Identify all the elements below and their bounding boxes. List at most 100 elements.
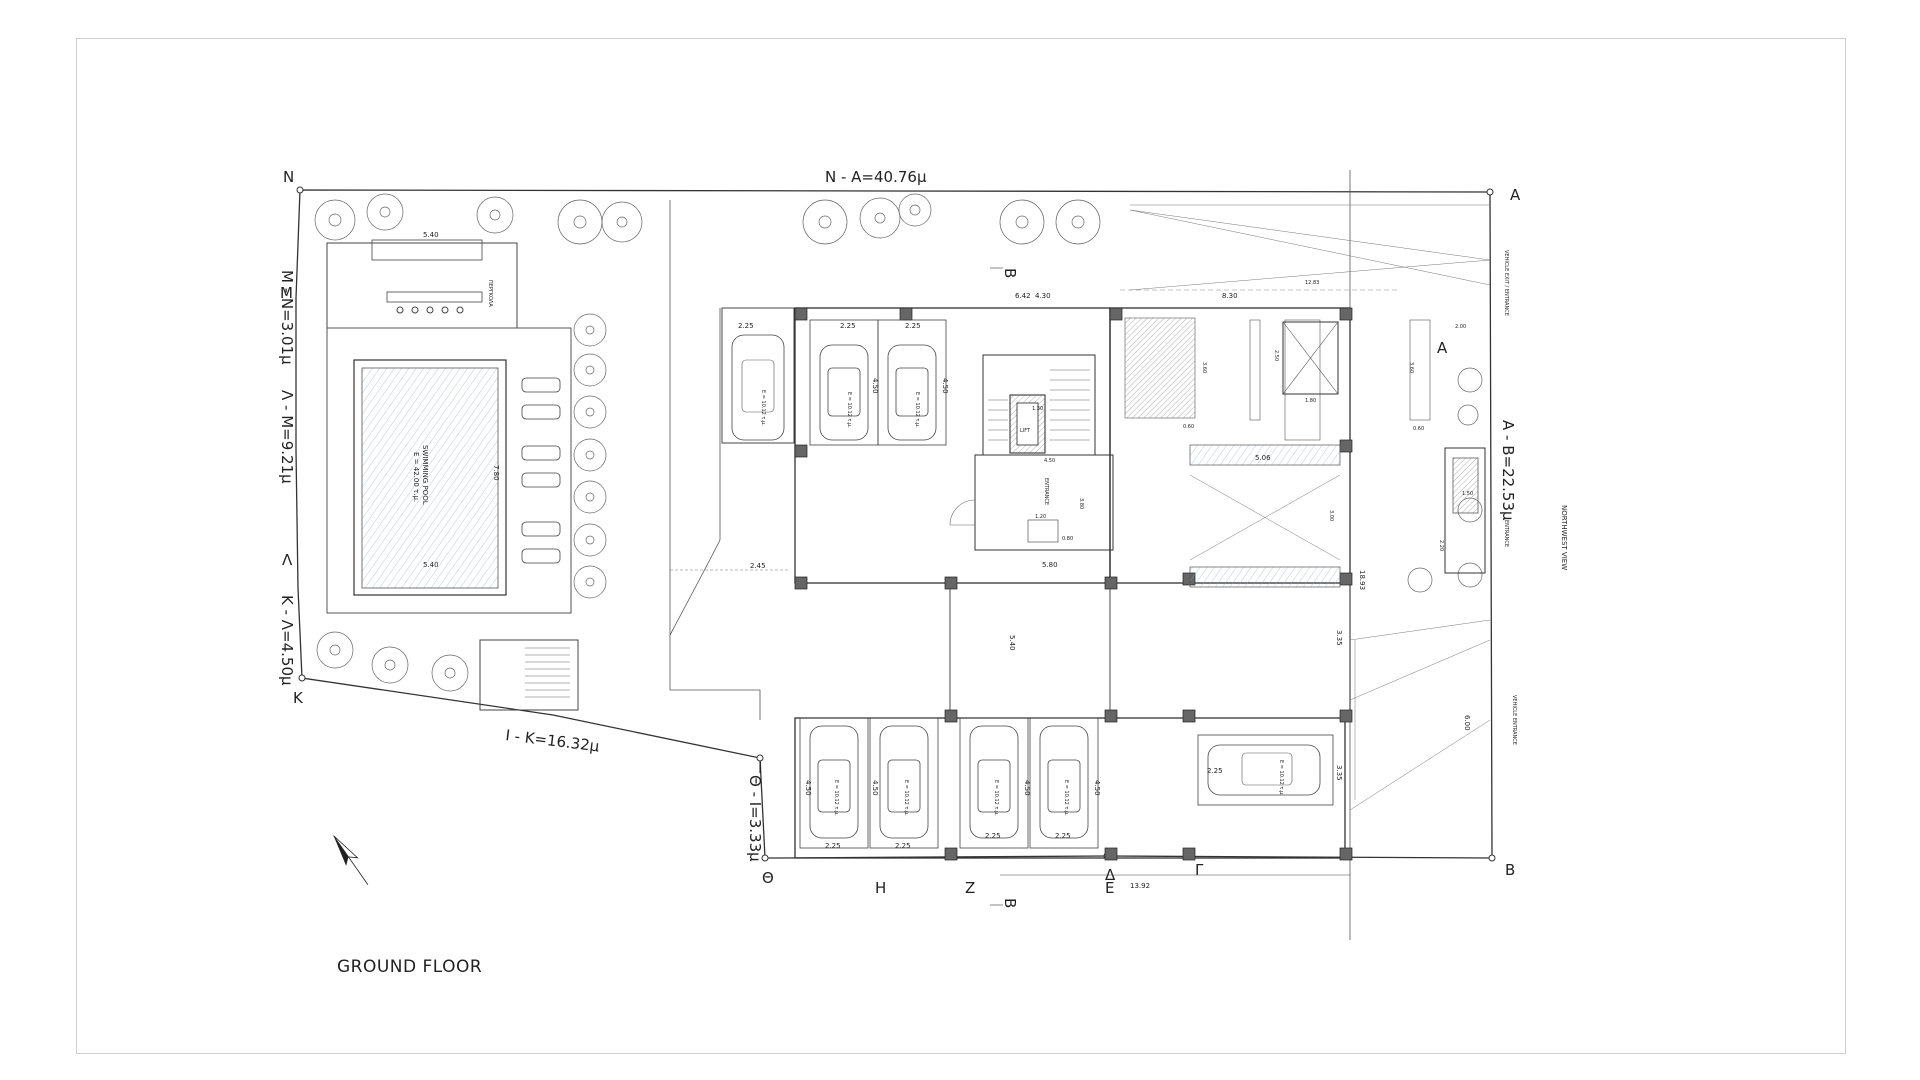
pool-deck bbox=[326, 327, 572, 614]
dim-driveway: 2.45 bbox=[750, 562, 766, 570]
south-short-boundary-label: Θ - I=3.33μ bbox=[746, 775, 764, 862]
driveway-edge bbox=[669, 200, 761, 720]
vertex-N: N bbox=[283, 168, 294, 186]
vertex-M: M bbox=[280, 284, 293, 302]
dim-hall: 3.80 bbox=[1078, 498, 1084, 509]
dim-p6: 2.25 bbox=[905, 322, 921, 330]
parking-space-8 bbox=[721, 307, 795, 444]
dim-aisle: 5.40 bbox=[1008, 635, 1016, 651]
outdoor-stair bbox=[479, 639, 579, 711]
northwest-view-label: NORTHWEST VIEW bbox=[1560, 505, 1568, 570]
dim-200: 2.00 bbox=[1455, 324, 1466, 330]
parking-space-6 bbox=[877, 319, 947, 446]
dim-entrance: 1.20 bbox=[1035, 514, 1046, 520]
west-low-boundary-label: K - Λ=4.50μ bbox=[278, 595, 296, 686]
vertex-H: H bbox=[875, 879, 886, 897]
sun-lounger bbox=[521, 377, 561, 393]
dim-pergola-width: 5.40 bbox=[423, 231, 439, 239]
dim-830: 8.30 bbox=[1222, 292, 1238, 300]
vertex-I: I bbox=[758, 759, 762, 777]
shaft-void bbox=[1282, 321, 1339, 395]
dim-060b: 0.60 bbox=[1413, 426, 1424, 432]
drawing-title: GROUND FLOOR bbox=[337, 957, 483, 977]
vehicle-entrance-label: VEHICLE ENTRANCE bbox=[1511, 695, 1517, 745]
dim-220: 2.20 bbox=[1438, 540, 1444, 551]
dim-p3-w: 2.25 bbox=[985, 832, 1001, 840]
east-boundary-label: A - B=22.53μ bbox=[1499, 420, 1517, 521]
entrance-label: ENTRANCE bbox=[1043, 478, 1049, 505]
entrance-side-label: ENTRANCE bbox=[1503, 520, 1509, 547]
west-mid-boundary-label: Λ - M=9.21μ bbox=[278, 390, 296, 484]
entrance-hall bbox=[974, 454, 1114, 551]
vertex-Lambda: Λ bbox=[282, 551, 293, 569]
north-boundary-label: N - A=40.76μ bbox=[825, 168, 927, 186]
lift-label: LIFT bbox=[1020, 428, 1031, 434]
p1-area: E = 10.12 τ.μ. bbox=[1278, 760, 1284, 796]
dim-p6-len: 4.50 bbox=[941, 378, 949, 394]
dim-1283: 12.83 bbox=[1305, 280, 1319, 286]
dim-1893: 18.93 bbox=[1358, 570, 1366, 590]
dim-642: 6.42 bbox=[1015, 292, 1031, 300]
dim-planter: 5.06 bbox=[1255, 454, 1271, 462]
pool-label: SWIMMING POOL bbox=[421, 445, 429, 505]
p4-area: E = 10.12 τ.μ. bbox=[903, 780, 909, 816]
dim-p4-len: 4.50 bbox=[871, 780, 879, 796]
dim-430: 4.30 bbox=[1035, 292, 1051, 300]
vertex-K: K bbox=[293, 689, 304, 707]
dim-pool-length: 7.80 bbox=[492, 465, 500, 481]
planter-top bbox=[1189, 444, 1341, 466]
vertex-Theta: Θ bbox=[762, 869, 774, 887]
dim-void-w: 1.80 bbox=[1305, 398, 1316, 404]
north-arrow-icon bbox=[333, 835, 369, 885]
pool-area-label: E = 42.00 τ.μ. bbox=[412, 452, 420, 502]
section-mark-bottom: B bbox=[1001, 898, 1019, 908]
p2-area: E = 10.12 τ.μ. bbox=[1063, 780, 1069, 816]
dim-entrance-2: 0.80 bbox=[1062, 536, 1073, 542]
dim-p7-len: 4.50 bbox=[871, 378, 879, 394]
south-west-boundary-label: I - K=16.32μ bbox=[505, 726, 601, 755]
dim-void-h: 2.50 bbox=[1273, 350, 1279, 361]
dim-lift: 1.30 bbox=[1032, 406, 1043, 412]
dim-p5-w: 2.25 bbox=[825, 842, 841, 850]
dim-335b: 3.35 bbox=[1335, 765, 1343, 781]
vehicle-exit-label: VEHICLE EXIT / ENTRANCE bbox=[1503, 250, 1509, 316]
columns bbox=[794, 307, 1353, 861]
dim-1392: 13.92 bbox=[1130, 882, 1150, 890]
dim-booth: 1.50 bbox=[1462, 491, 1473, 497]
p7-area: E = 10.12 τ.μ. bbox=[846, 392, 852, 428]
p5-area: E = 10.12 τ.μ. bbox=[833, 780, 839, 816]
section-mark-a: A bbox=[1437, 339, 1448, 357]
dim-p5-len: 4.50 bbox=[804, 780, 812, 796]
swimming-pool bbox=[361, 367, 499, 589]
dim-335a: 3.35 bbox=[1335, 630, 1343, 646]
dim-360b: 3.60 bbox=[1408, 362, 1414, 373]
dim-360a: 3.60 bbox=[1201, 362, 1207, 373]
p3-area: E = 10.12 τ.μ. bbox=[993, 780, 999, 816]
dim-300: 3.00 bbox=[1328, 510, 1334, 521]
vertex-B: B bbox=[1505, 861, 1515, 879]
dim-core: 4.50 bbox=[1044, 458, 1055, 464]
trees bbox=[314, 193, 1483, 692]
dim-p2-w: 2.25 bbox=[1055, 832, 1071, 840]
dim-hall-width: 5.80 bbox=[1042, 561, 1058, 569]
dim-p2-len: 4.50 bbox=[1093, 780, 1101, 796]
dim-p8: 2.25 bbox=[738, 322, 754, 330]
parking-space-1 bbox=[1197, 734, 1334, 806]
west-top-boundary-label: M - N=3.01μ bbox=[278, 270, 296, 365]
dim-p3-len: 4.50 bbox=[1023, 780, 1031, 796]
dim-060a: 0.60 bbox=[1183, 424, 1194, 430]
entrance-booth bbox=[1444, 447, 1486, 574]
p6-area: E = 10.12 τ.μ. bbox=[914, 392, 920, 428]
pergola-label: ΠΕΡΓΚΟΛΑ bbox=[487, 280, 493, 307]
p8-area: E = 10.12 τ.μ. bbox=[760, 390, 766, 426]
parking-row-bottom bbox=[799, 717, 1099, 849]
vertex-A: A bbox=[1510, 186, 1521, 204]
dim-p7: 2.25 bbox=[840, 322, 856, 330]
dim-p1: 2.25 bbox=[1207, 767, 1223, 775]
section-mark-top: B bbox=[1001, 268, 1019, 278]
dim-pool-width: 5.40 bbox=[423, 561, 439, 569]
vertex-Gamma: Γ bbox=[1195, 861, 1204, 879]
vertex-E: E bbox=[1105, 879, 1114, 897]
drawing-sheet bbox=[76, 38, 1846, 1054]
